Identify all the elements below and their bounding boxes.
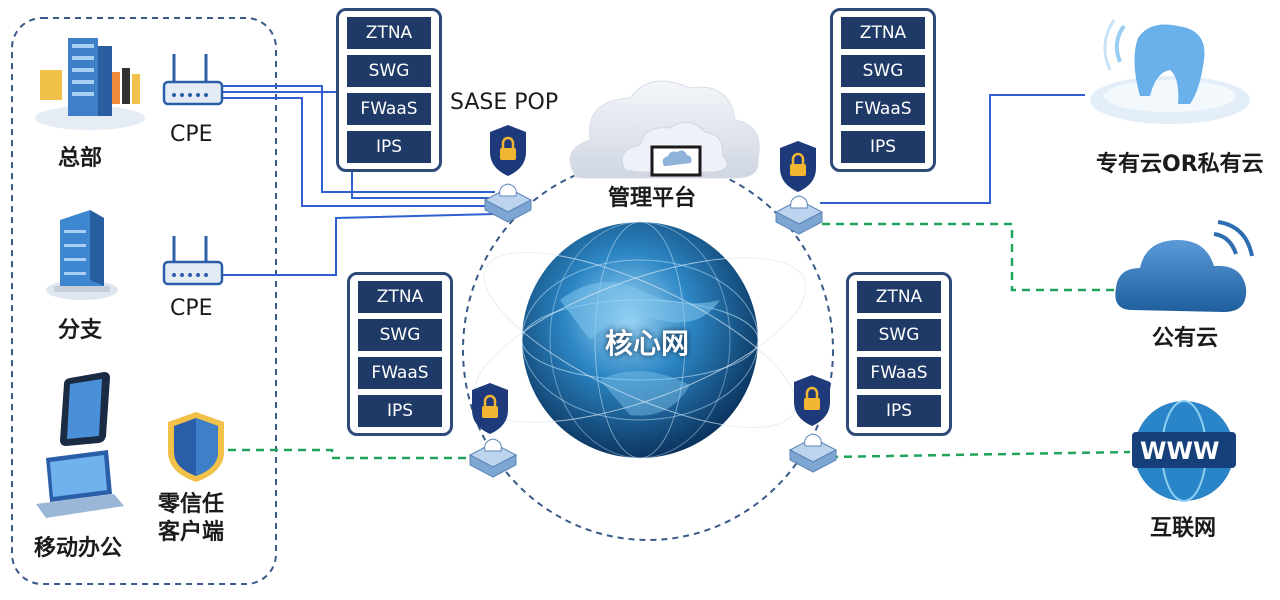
cpe-router-icon-hq: [162, 54, 224, 106]
service-fwaas: FWaaS: [841, 93, 925, 125]
public-cloud-link: [822, 222, 1122, 292]
pop-stack-top-left: ZTNA SWG FWaaS IPS: [336, 8, 442, 172]
zero-trust-client-line2: 客户端: [158, 520, 225, 545]
service-swg: SWG: [857, 319, 941, 351]
service-fwaas: FWaaS: [358, 357, 442, 389]
service-fwaas: FWaaS: [857, 357, 941, 389]
core-network-label: 核心网: [605, 327, 690, 360]
service-swg: SWG: [358, 319, 442, 351]
private-cloud-icon: [1090, 19, 1250, 124]
public-cloud-icon: [1115, 220, 1254, 312]
site-group-frame: [11, 17, 277, 585]
management-cloud-icon: [569, 80, 760, 179]
service-swg: SWG: [841, 55, 925, 87]
branch-label: 分支: [58, 318, 103, 343]
pop-stack-bottom-right: ZTNA SWG FWaaS IPS: [846, 272, 952, 436]
service-swg: SWG: [347, 55, 431, 87]
internet-globe-icon: [1132, 400, 1236, 502]
laptop-icon: [36, 450, 124, 518]
cpe-branch-label: CPE: [170, 296, 213, 321]
sase-pop-title: SASE POP: [450, 90, 559, 115]
www-label: WWW: [1140, 437, 1220, 465]
hq-cpe-link-c: [222, 97, 495, 207]
pop-node-icon-bottom-left: [468, 383, 518, 478]
pop-stack-bottom-left: ZTNA SWG FWaaS IPS: [347, 272, 453, 436]
hq-cpe-link-a: [222, 85, 495, 193]
cpe-hq-label: CPE: [170, 122, 213, 147]
public-cloud-label: 公有云: [1152, 326, 1219, 351]
service-ips: IPS: [347, 131, 431, 163]
service-ztna: ZTNA: [358, 281, 442, 313]
management-platform-label: 管理平台: [608, 186, 697, 211]
branch-building-icon: [46, 210, 118, 300]
service-ztna: ZTNA: [347, 17, 431, 49]
zero-trust-shield-icon: [168, 412, 224, 482]
pop-node-icon-top-right: [774, 141, 824, 235]
branch-cpe-link: [222, 213, 496, 276]
phone-icon: [60, 372, 110, 446]
pop-stack-top-right: ZTNA SWG FWaaS IPS: [830, 8, 936, 172]
pop-node-icon-top-left: [483, 125, 533, 223]
private-cloud-link: [820, 94, 1085, 204]
cpe-router-icon-branch: [162, 236, 224, 286]
service-ips: IPS: [841, 131, 925, 163]
hq-label: 总部: [58, 146, 103, 171]
internet-link: [829, 450, 1131, 459]
service-ztna: ZTNA: [841, 17, 925, 49]
internet-label: 互联网: [1150, 516, 1217, 541]
client-link: [228, 448, 472, 460]
pop-node-icon-bottom-right: [788, 375, 838, 473]
hq-building-icon: [35, 38, 145, 130]
service-fwaas: FWaaS: [347, 93, 431, 125]
service-ztna: ZTNA: [857, 281, 941, 313]
service-ips: IPS: [358, 395, 442, 427]
zero-trust-client-line1: 零信任: [158, 492, 225, 517]
private-cloud-label: 专有云OR私有云: [1096, 152, 1264, 177]
service-ips: IPS: [857, 395, 941, 427]
mobile-office-label: 移动办公: [34, 536, 123, 561]
globe-icon: [473, 221, 807, 459]
